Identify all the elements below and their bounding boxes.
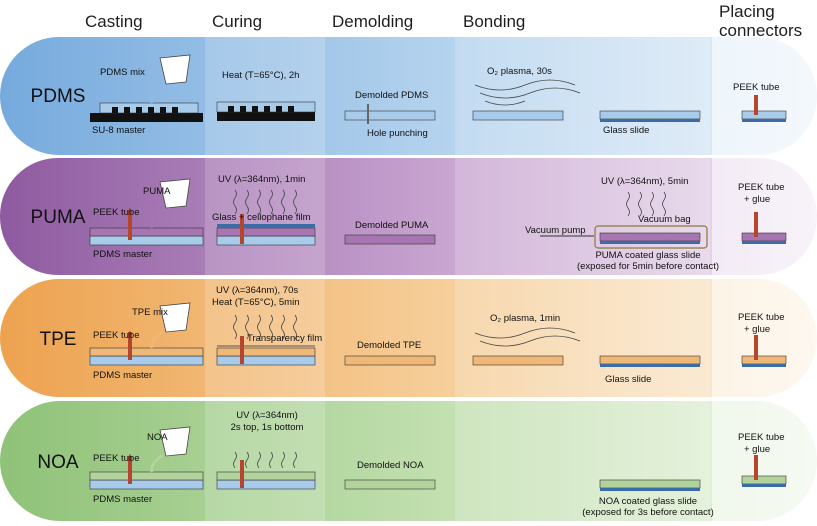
header-placing-connectors: Placing connectors (719, 2, 802, 40)
header-placing-line1: Placing (719, 2, 775, 21)
noa-demolded (344, 479, 436, 490)
tpe-peek-tube-label: PEEK tube (93, 330, 140, 341)
band-tpe (0, 279, 817, 397)
demolded-noa-label: Demolded NOA (357, 460, 424, 471)
row-label-puma: PUMA (30, 207, 86, 228)
puma-connector-label-1: PEEK tube (738, 182, 785, 193)
su8-master-label: SU-8 master (92, 125, 146, 136)
pdms-curing-label: Heat (T=65°C), 2h (222, 70, 300, 81)
row-label-noa: NOA (37, 452, 79, 473)
header-demolding: Demolding (332, 12, 414, 31)
vacuum-pump-label: Vacuum pump (525, 225, 586, 236)
puma-connector-label-2: + glue (744, 194, 771, 205)
demolded-puma-label: Demolded PUMA (355, 220, 429, 231)
tpe-plasma (474, 327, 581, 347)
noa-coated-slide-label: NOA coated glass slide (598, 496, 698, 507)
puma-bond-uv-label: UV (λ=364nm), 5min (601, 176, 689, 187)
noa-material-label: NOA (147, 432, 168, 443)
tpe-plasma-label: O₂ plasma, 1min (490, 313, 561, 324)
header-casting: Casting (85, 12, 143, 31)
puma-bonding (540, 191, 708, 249)
puma-coated-slide-label: PUMA coated glass slide (595, 250, 701, 261)
puma-peek-tube-label: PEEK tube (93, 207, 140, 218)
tpe-connector-label-2: + glue (744, 324, 771, 335)
noa-curing (216, 451, 316, 490)
row-label-tpe: TPE (39, 329, 77, 350)
noa-coated-slide-note: (exposed for 3s before contact) (582, 507, 714, 518)
puma-pdms-master-label: PDMS master (93, 249, 153, 260)
puma-coated-slide-note: (exposed for 5min before contact) (576, 261, 720, 272)
pdms-glass-slide-label: Glass slide (603, 125, 650, 136)
puma-film-label: Glass + cellophane film (212, 212, 311, 223)
puma-curing-label: UV (λ=364nm), 1min (218, 174, 306, 185)
noa-pdms-master-label: PDMS master (93, 494, 153, 505)
tpe-connector (741, 335, 787, 367)
tpe-curing-label-2: Heat (T=65°C), 5min (212, 297, 300, 308)
tpe-curing (216, 314, 316, 366)
row-label-pdms: PDMS (30, 86, 86, 107)
pdms-bonding (472, 110, 701, 122)
noa-connector (741, 455, 787, 487)
tpe-casting (89, 302, 204, 366)
tpe-pdms-master-label: PDMS master (93, 370, 153, 381)
pdms-connector-label: PEEK tube (733, 82, 780, 93)
tpe-glass-slide-label: Glass slide (605, 374, 652, 385)
band-puma (0, 158, 817, 275)
noa-connector-label-2: + glue (744, 444, 771, 455)
pdms-demolded (344, 104, 436, 124)
tpe-mix-label: TPE mix (132, 307, 168, 318)
pdms-plasma-label: O₂ plasma, 30s (487, 66, 552, 77)
tpe-film-label: Transparency film (247, 333, 323, 344)
tpe-curing-label-1: UV (λ=364nm), 70s (216, 285, 299, 296)
pdms-connector (741, 95, 787, 122)
puma-casting (89, 178, 204, 246)
demolded-tpe-label: Demolded TPE (357, 340, 422, 351)
tpe-demolded (344, 355, 436, 366)
puma-curing (216, 189, 316, 246)
puma-demolded (344, 234, 436, 245)
noa-bonding (599, 479, 701, 491)
noa-curing-label-2: 2s top, 1s bottom (230, 422, 304, 433)
puma-connector (741, 212, 787, 244)
hole-punching-label: Hole punching (367, 128, 428, 139)
puma-material-label: PUMA (143, 186, 171, 197)
pdms-curing (216, 101, 316, 121)
header-curing: Curing (212, 12, 263, 31)
demolded-pdms-label: Demolded PDMS (355, 90, 429, 101)
pdms-plasma (474, 79, 581, 106)
header-placing-line2: connectors (719, 21, 803, 40)
noa-casting (89, 426, 204, 490)
pdms-mix-label: PDMS mix (100, 67, 145, 78)
tpe-connector-label-1: PEEK tube (738, 312, 785, 323)
tpe-bonding (472, 355, 701, 367)
noa-curing-label-1: UV (λ=364nm) (236, 410, 298, 421)
pdms-casting (90, 54, 203, 122)
noa-peek-tube-label: PEEK tube (93, 453, 140, 464)
band-pdms (0, 37, 817, 155)
vacuum-bag-label: Vacuum bag (638, 214, 691, 225)
noa-connector-label-1: PEEK tube (738, 432, 785, 443)
header-bonding: Bonding (463, 12, 526, 31)
